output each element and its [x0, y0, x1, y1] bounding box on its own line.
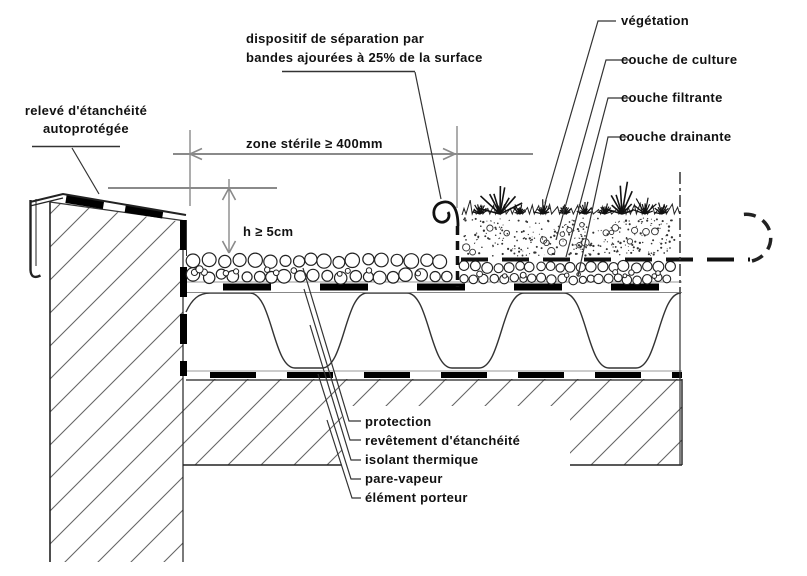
label-dispositif-line1: dispositif de séparation par	[246, 31, 425, 46]
dimension-lines	[108, 126, 533, 254]
label-dispositif-line2: bandes ajourées à 25% de la surface	[246, 50, 483, 65]
label-revetement: revêtement d'étanchéité	[365, 433, 521, 448]
flashing-cap	[29, 192, 187, 279]
label-panel	[342, 406, 570, 514]
label-couche-culture: couche de culture	[621, 52, 738, 67]
vapour-barrier-layer	[186, 370, 682, 381]
label-releve-line1: relevé d'étanchéité	[24, 103, 148, 118]
label-hauteur: h ≥ 5cm	[243, 224, 294, 239]
label-isolant: isolant thermique	[365, 452, 479, 467]
label-protection: protection	[365, 414, 432, 429]
label-couche-filtrante: couche filtrante	[621, 90, 723, 105]
culture-soil-layer	[462, 217, 676, 257]
label-element-porteur: élément porteur	[365, 490, 468, 505]
label-zone-sterile: zone stérile ≥ 400mm	[246, 136, 383, 151]
separation-device	[432, 200, 460, 287]
label-vegetation: végétation	[621, 13, 690, 28]
leader-lines	[32, 20, 629, 499]
filter-layer	[461, 212, 773, 263]
insulation-layer	[185, 292, 682, 369]
protection-gravel-layer	[185, 252, 453, 285]
vegetation-grass	[461, 181, 681, 216]
label-releve-line2: autoprotégée	[43, 121, 129, 136]
label-pare-vapeur: pare-vapeur	[365, 471, 443, 486]
label-couche-drainante: couche drainante	[619, 129, 732, 144]
drainage-layer	[458, 259, 676, 286]
